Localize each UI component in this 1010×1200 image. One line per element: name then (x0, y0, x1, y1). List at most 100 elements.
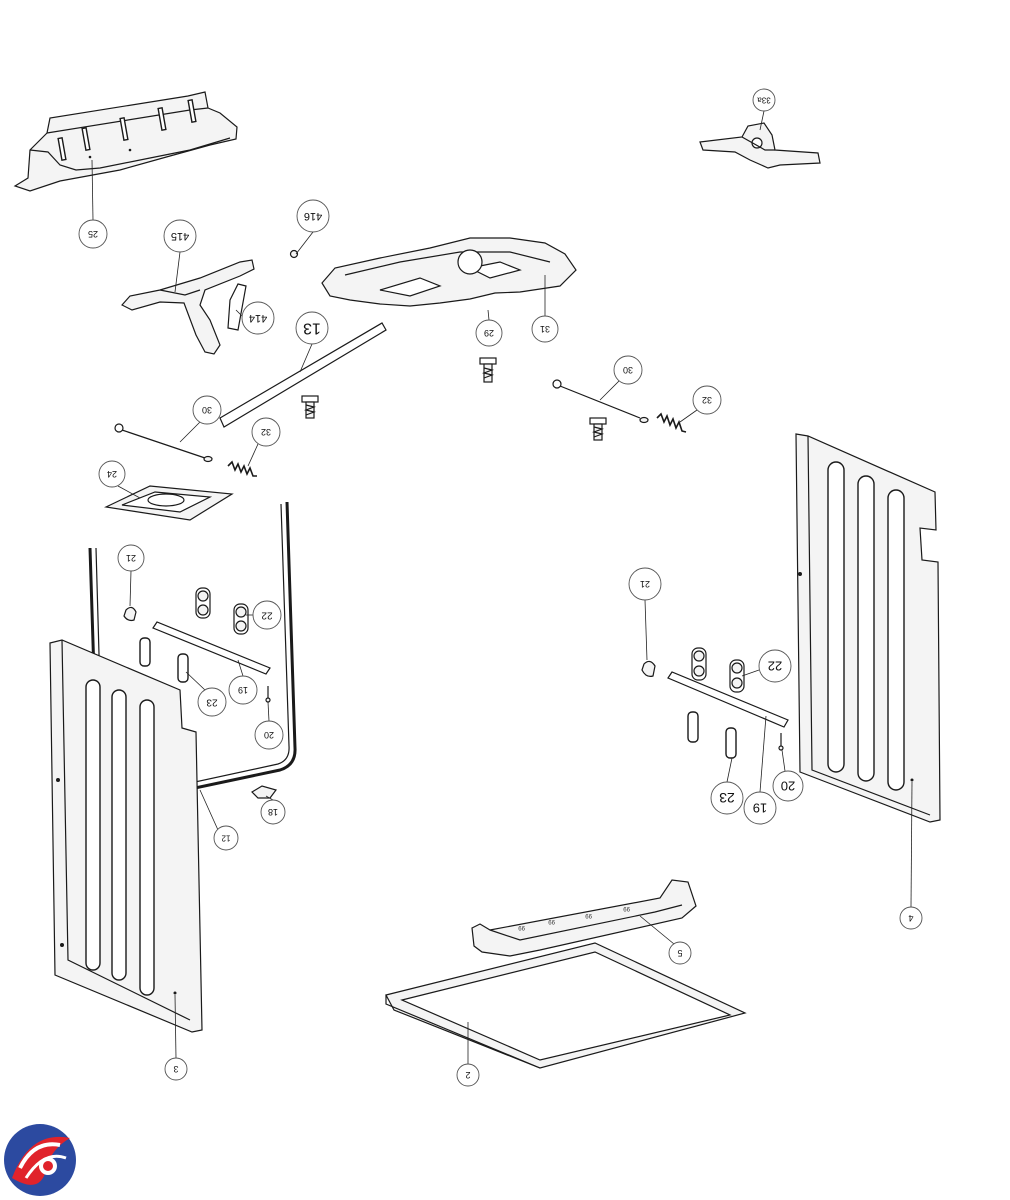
callout-number: 19 (238, 685, 248, 695)
callout-bubble (260, 799, 286, 825)
part-19-rail-left (152, 621, 271, 675)
callout-c20l: 20 (254, 720, 284, 750)
part-5-bracket: 99 99 99 99 (471, 879, 697, 957)
callout-c20r: 20 (772, 770, 804, 802)
callout-bubble (241, 301, 275, 335)
callout-bubble (98, 460, 126, 488)
callout-c22l: 22 (252, 600, 282, 630)
callout-c31: 31 (531, 315, 559, 343)
callout-c19r: 19 (743, 791, 777, 825)
callout-c19l: 19 (228, 675, 258, 705)
part-33a-hinge (699, 122, 821, 169)
callout-number: 22 (768, 659, 782, 674)
callout-number: 33a (757, 96, 771, 105)
callout-c5: 5 (668, 941, 692, 965)
callout-number: 414 (249, 312, 267, 324)
leader-lines (91, 110, 913, 1064)
callout-c21l: 21 (117, 544, 145, 572)
callout-bubble (743, 791, 777, 825)
part-20-pin-right (778, 733, 784, 751)
callout-number: 21 (126, 553, 136, 563)
callout-c23r: 23 (710, 781, 744, 815)
part-3-side-panel (49, 639, 203, 1033)
part-21-clip-left (123, 606, 137, 622)
callout-bubble (613, 355, 643, 385)
callout-number: 415 (171, 230, 189, 242)
callout-number: 24 (107, 469, 117, 479)
callout-bubble (254, 720, 284, 750)
callout-number: 32 (702, 395, 712, 405)
part-25-bracket (13, 91, 238, 192)
callout-c29: 29 (475, 319, 503, 347)
callout-bubble (772, 770, 804, 802)
screw-29 (479, 357, 497, 383)
callout-number: 12 (221, 834, 230, 843)
part-414-link (227, 283, 247, 331)
callout-c33a: 33a (752, 88, 776, 112)
callout-bubble (531, 315, 559, 343)
part-32-spring-left (227, 460, 257, 477)
callout-bubble (710, 781, 744, 815)
callout-number: 21 (640, 579, 650, 589)
callout-number: 18 (268, 807, 278, 817)
callout-bubble (213, 825, 239, 851)
svg-text:99: 99 (585, 912, 592, 918)
part-24-tray (103, 485, 234, 521)
callout-bubble (295, 311, 329, 345)
callout-c24: 24 (98, 460, 126, 488)
callout-c18: 18 (260, 799, 286, 825)
callout-bubble (251, 417, 281, 447)
callout-number: 5 (677, 948, 682, 958)
part-415-handle (121, 259, 255, 355)
callout-number: 23 (719, 790, 735, 806)
callout-number: 30 (623, 365, 633, 375)
svg-text:99: 99 (548, 918, 555, 924)
callout-number: 20 (781, 779, 795, 794)
callout-bubble (252, 600, 282, 630)
callout-c13: 13 (295, 311, 329, 345)
callout-number: 23 (206, 697, 218, 708)
callout-bubble (78, 219, 108, 249)
callout-bubble (117, 544, 145, 572)
svg-text:99: 99 (623, 905, 630, 911)
part-4-side-panel (795, 433, 941, 823)
callout-bubble (899, 906, 923, 930)
callout-number: 19 (753, 801, 767, 816)
callout-c416: 416 (296, 199, 330, 233)
callout-c2: 2 (456, 1063, 480, 1087)
part-416-screw (289, 249, 299, 259)
callout-bubble (192, 395, 222, 425)
callout-c22r: 22 (758, 649, 792, 683)
callout-number: 13 (303, 320, 321, 337)
callout-bubble (475, 319, 503, 347)
part-2-tray (385, 942, 747, 1069)
part-22-rollers-left (195, 587, 249, 635)
callout-c32l: 32 (251, 417, 281, 447)
callout-bubble (228, 675, 258, 705)
part-32-spring-right (656, 412, 687, 433)
svg-text:99: 99 (518, 924, 525, 930)
callout-number: 25 (88, 229, 98, 239)
part-13-bar (219, 322, 387, 428)
part-30-rod-right (552, 379, 649, 424)
callout-bubble (692, 385, 722, 415)
callout-number: 30 (202, 405, 212, 415)
brand-logo-icon (4, 1124, 76, 1196)
callout-number: 416 (304, 210, 322, 222)
part-20-pin-left (265, 686, 271, 703)
callout-number: 2 (465, 1070, 470, 1080)
callout-c23l: 23 (197, 687, 227, 717)
part-30-rod-left (114, 423, 213, 463)
callout-number: 4 (908, 913, 913, 923)
callout-c415: 415 (163, 219, 197, 253)
part-21-clip-right (641, 660, 656, 677)
callout-bubble (164, 1057, 188, 1081)
callout-c21r: 21 (628, 567, 662, 601)
screw-right (589, 417, 607, 441)
callout-c3: 3 (164, 1057, 188, 1081)
callout-c30l: 30 (192, 395, 222, 425)
callout-c4: 4 (899, 906, 923, 930)
callout-c30r: 30 (613, 355, 643, 385)
